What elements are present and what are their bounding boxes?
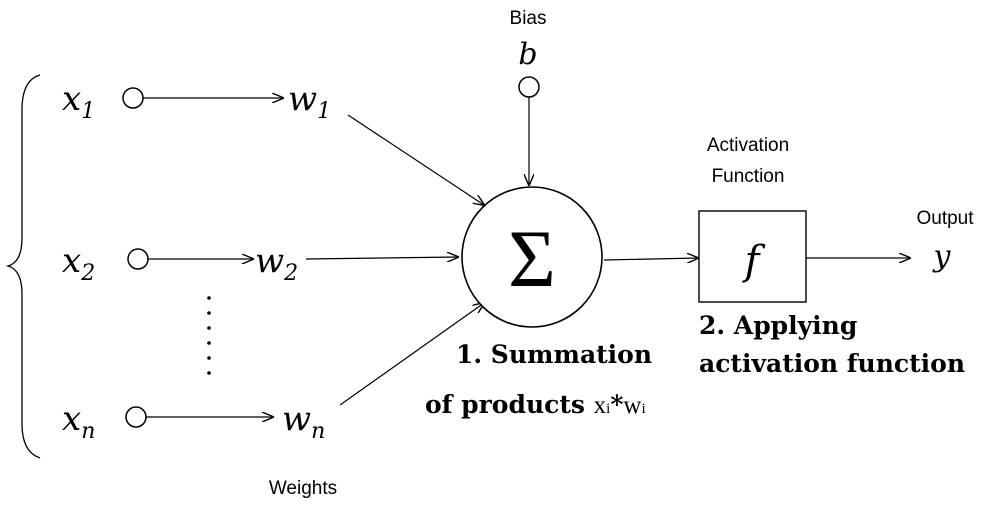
bias-group: Bias b: [510, 8, 547, 185]
step2-line2: activation function: [699, 349, 965, 378]
input-x1-label: x1: [62, 79, 95, 124]
weight-w1-label: w1: [288, 79, 331, 124]
activation-title-line1: Activation: [707, 135, 789, 156]
step1-line1: 1. Summation: [456, 340, 652, 369]
weight-arrow-n: [339, 303, 484, 406]
bias-symbol: b: [518, 37, 537, 72]
weight-w2-label: w2: [255, 241, 298, 286]
step1-line2: of products xi*wi: [425, 390, 646, 419]
input-xn-label: xn: [62, 399, 95, 444]
ellipsis-dots: [207, 296, 211, 375]
sigma-symbol: Σ: [508, 213, 556, 304]
input-node-n: [125, 406, 147, 428]
activation-title-line2: Function: [712, 166, 785, 187]
bias-title: Bias: [510, 8, 547, 29]
bias-node: [518, 76, 540, 98]
input-node-2: [127, 248, 149, 270]
sum-to-activation-arrow: [603, 258, 698, 260]
output-symbol: y: [932, 239, 952, 274]
weight-wn-label: wn: [282, 399, 325, 444]
input-node-1: [122, 87, 144, 109]
summation-node: Σ: [461, 186, 603, 328]
activation-group: Activation Function f: [698, 135, 807, 303]
input-x2-label: x2: [62, 241, 95, 286]
activation-box: [698, 210, 807, 303]
weight-arrow-1: [347, 114, 484, 205]
input-row-1: x1 w1: [62, 79, 331, 124]
input-row-2: x2 w2: [62, 241, 298, 286]
input-row-n: xn wn: [62, 399, 325, 444]
weight-arrow-2: [305, 257, 458, 259]
output-title: Output: [916, 208, 974, 229]
input-brace: [5, 74, 41, 459]
step2-line1: 2. Applying: [699, 311, 857, 340]
weights-title: Weights: [269, 478, 337, 499]
